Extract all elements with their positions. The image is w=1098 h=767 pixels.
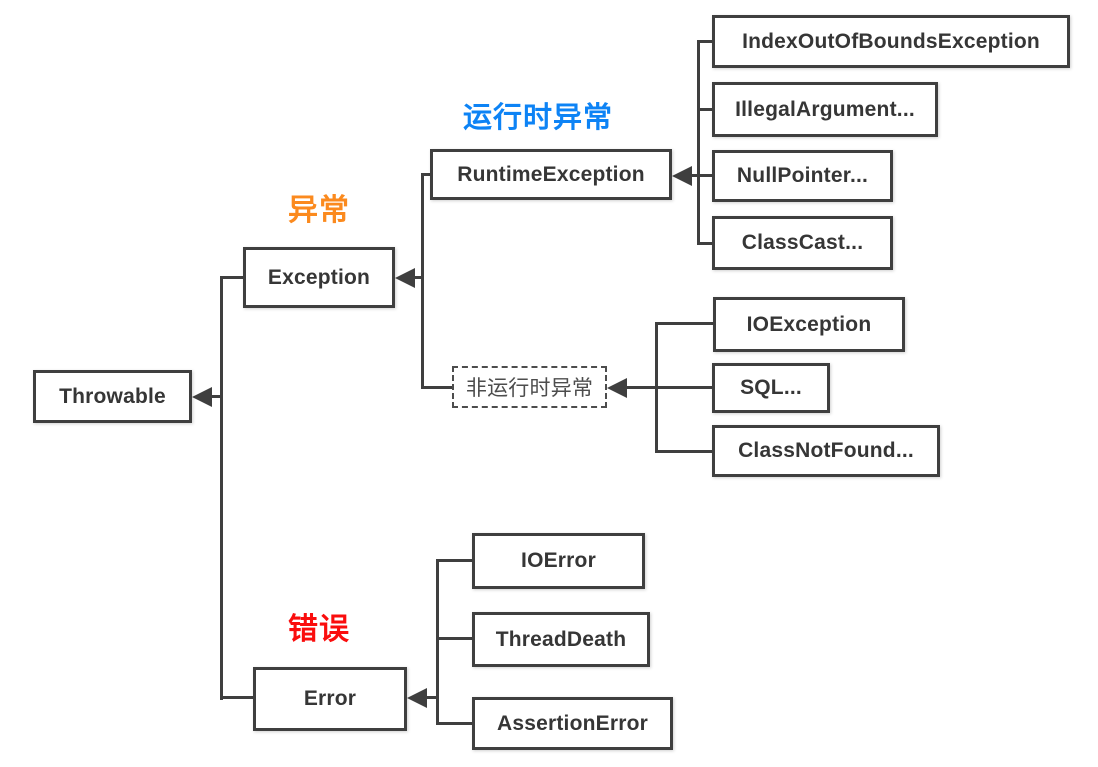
node-runtime-exception: RuntimeException xyxy=(430,149,672,200)
node-assertion-error: AssertionError xyxy=(472,697,673,750)
connector-trunk-to-exception xyxy=(220,276,244,279)
node-io-exception: IOException xyxy=(713,297,905,352)
node-io-error: IOError xyxy=(472,533,645,589)
connector-to-sql xyxy=(627,386,713,389)
connector-to-runtime-exception xyxy=(421,173,432,176)
node-sql: SQL... xyxy=(712,363,830,413)
arrowhead-to-error-icon xyxy=(407,688,427,708)
label-exception-cn: 异常 xyxy=(288,194,350,227)
connector-trunk-to-error xyxy=(220,696,254,699)
node-throwable: Throwable xyxy=(33,370,192,423)
connector-to-io-error xyxy=(436,559,473,562)
node-index-out-of-bounds-exception: IndexOutOfBoundsException xyxy=(712,15,1070,68)
connector-to-thread-death xyxy=(436,637,473,640)
node-exception: Exception xyxy=(243,247,395,308)
connector-to-non-runtime xyxy=(421,386,453,389)
arrowhead-to-runtime-exception-icon xyxy=(672,166,692,186)
node-thread-death: ThreadDeath xyxy=(472,612,650,667)
arrowhead-to-exception-icon xyxy=(395,268,415,288)
connector-runtime-children-trunk xyxy=(697,41,700,245)
connector-error-children-trunk xyxy=(436,559,439,725)
connector-to-illegal-argument xyxy=(697,108,713,111)
arrowhead-to-throwable-icon xyxy=(192,387,212,407)
connector-to-exception-arrow xyxy=(409,276,423,279)
label-runtime-exception-cn: 运行时异常 xyxy=(463,102,614,134)
node-non-runtime-exception: 非运行时异常 xyxy=(452,366,607,408)
connector-main-trunk xyxy=(220,277,223,700)
connector-to-assertion-error xyxy=(436,722,473,725)
connector-to-index-out-of-bounds xyxy=(697,40,713,43)
connector-to-io-exception xyxy=(655,322,714,325)
node-error: Error xyxy=(253,667,407,731)
node-illegal-argument: IllegalArgument... xyxy=(712,82,938,137)
arrowhead-to-non-runtime-icon xyxy=(607,378,627,398)
connector-exception-trunk xyxy=(421,173,424,388)
connector-to-class-not-found xyxy=(655,450,713,453)
node-class-not-found: ClassNotFound... xyxy=(712,425,940,477)
node-null-pointer: NullPointer... xyxy=(712,150,893,202)
node-class-cast: ClassCast... xyxy=(712,216,893,270)
connector-to-null-pointer xyxy=(692,174,713,177)
label-error-cn: 错误 xyxy=(288,613,350,646)
connector-trunk-to-throwable xyxy=(208,395,223,398)
connector-to-error-arrow xyxy=(427,696,439,699)
connector-to-class-cast xyxy=(697,242,713,245)
